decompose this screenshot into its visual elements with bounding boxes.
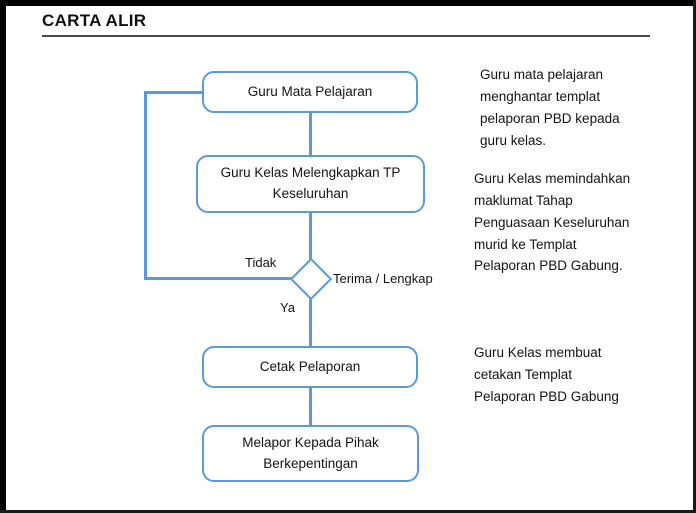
note-line: Guru mata pelajaran: [480, 67, 604, 82]
note-line: Pelaporan PBD Gabung: [474, 388, 619, 404]
connector-feedback-vertical: [144, 91, 147, 280]
note-line: menghantar templat: [480, 88, 601, 104]
process-node-melapor-kepada-pihak[interactable]: Melapor Kepada Pihak Berkepentingan: [202, 425, 419, 482]
note-line: Guru Kelas memindahkan: [474, 171, 631, 186]
annotation-note-guru-mata-pelajaran: Guru mata pelajaran menghantar templat p…: [480, 64, 690, 151]
note-line: pelaporan PBD kepada: [480, 110, 620, 126]
frame-border-top: [0, 0, 696, 6]
node-label: Melapor Kepada Pihak Berkepentingan: [242, 433, 379, 475]
connector-n1-to-n2: [309, 111, 312, 157]
frame-border-left: [0, 0, 6, 513]
note-line: cetakan Templat: [474, 366, 573, 382]
note-line: murid ke Templat: [474, 236, 577, 252]
edge-label-ya: Ya: [280, 300, 295, 315]
connector-n2-to-decision: [309, 211, 312, 266]
page-title: CARTA ALIR: [42, 11, 147, 30]
connector-feedback-horizontal-top: [144, 91, 204, 94]
title-underline: [42, 35, 650, 37]
note-line: maklumat Tahap: [474, 192, 573, 208]
process-node-guru-mata-pelajaran[interactable]: Guru Mata Pelajaran: [202, 71, 418, 113]
decision-node-terima-lengkap[interactable]: [289, 257, 333, 301]
node-label-line2: Berkepentingan: [263, 455, 358, 471]
node-label-line1: Guru Kelas Melengkapkan TP: [220, 165, 401, 181]
note-line: Guru Kelas membuat: [474, 345, 602, 360]
note-line: Pelaporan PBD Gabung.: [474, 258, 623, 274]
note-line: guru kelas.: [480, 132, 547, 148]
connector-n4-to-n5: [309, 388, 312, 427]
note-line: Penguasaan Keseluruhan: [474, 214, 630, 230]
node-label: Guru Mata Pelajaran: [247, 83, 373, 99]
process-node-guru-kelas-melengkapkan-tp[interactable]: Guru Kelas Melengkapkan TP Keseluruhan: [196, 155, 425, 213]
node-label-line1: Melapor Kepada Pihak: [242, 434, 379, 450]
annotation-note-guru-kelas-memindahkan: Guru Kelas memindahkan maklumat Tahap Pe…: [474, 168, 684, 277]
frame-border-right: [693, 0, 696, 513]
node-label: Guru Kelas Melengkapkan TP Keseluruhan: [221, 163, 401, 205]
annotation-note-guru-kelas-membuat-cetakan: Guru Kelas membuat cetakan Templat Pelap…: [474, 342, 684, 408]
node-label-line2: Keseluruhan: [272, 186, 349, 201]
process-node-cetak-pelaporan[interactable]: Cetak Pelaporan: [202, 346, 418, 388]
node-label: Cetak Pelaporan: [259, 358, 361, 374]
connector-decision-to-n4: [309, 292, 312, 346]
connector-feedback-horizontal-bottom: [144, 277, 299, 280]
edge-label-tidak: Tidak: [245, 255, 277, 270]
decision-node-label: Terima / Lengkap: [333, 271, 433, 286]
frame-border-bottom: [0, 510, 696, 513]
